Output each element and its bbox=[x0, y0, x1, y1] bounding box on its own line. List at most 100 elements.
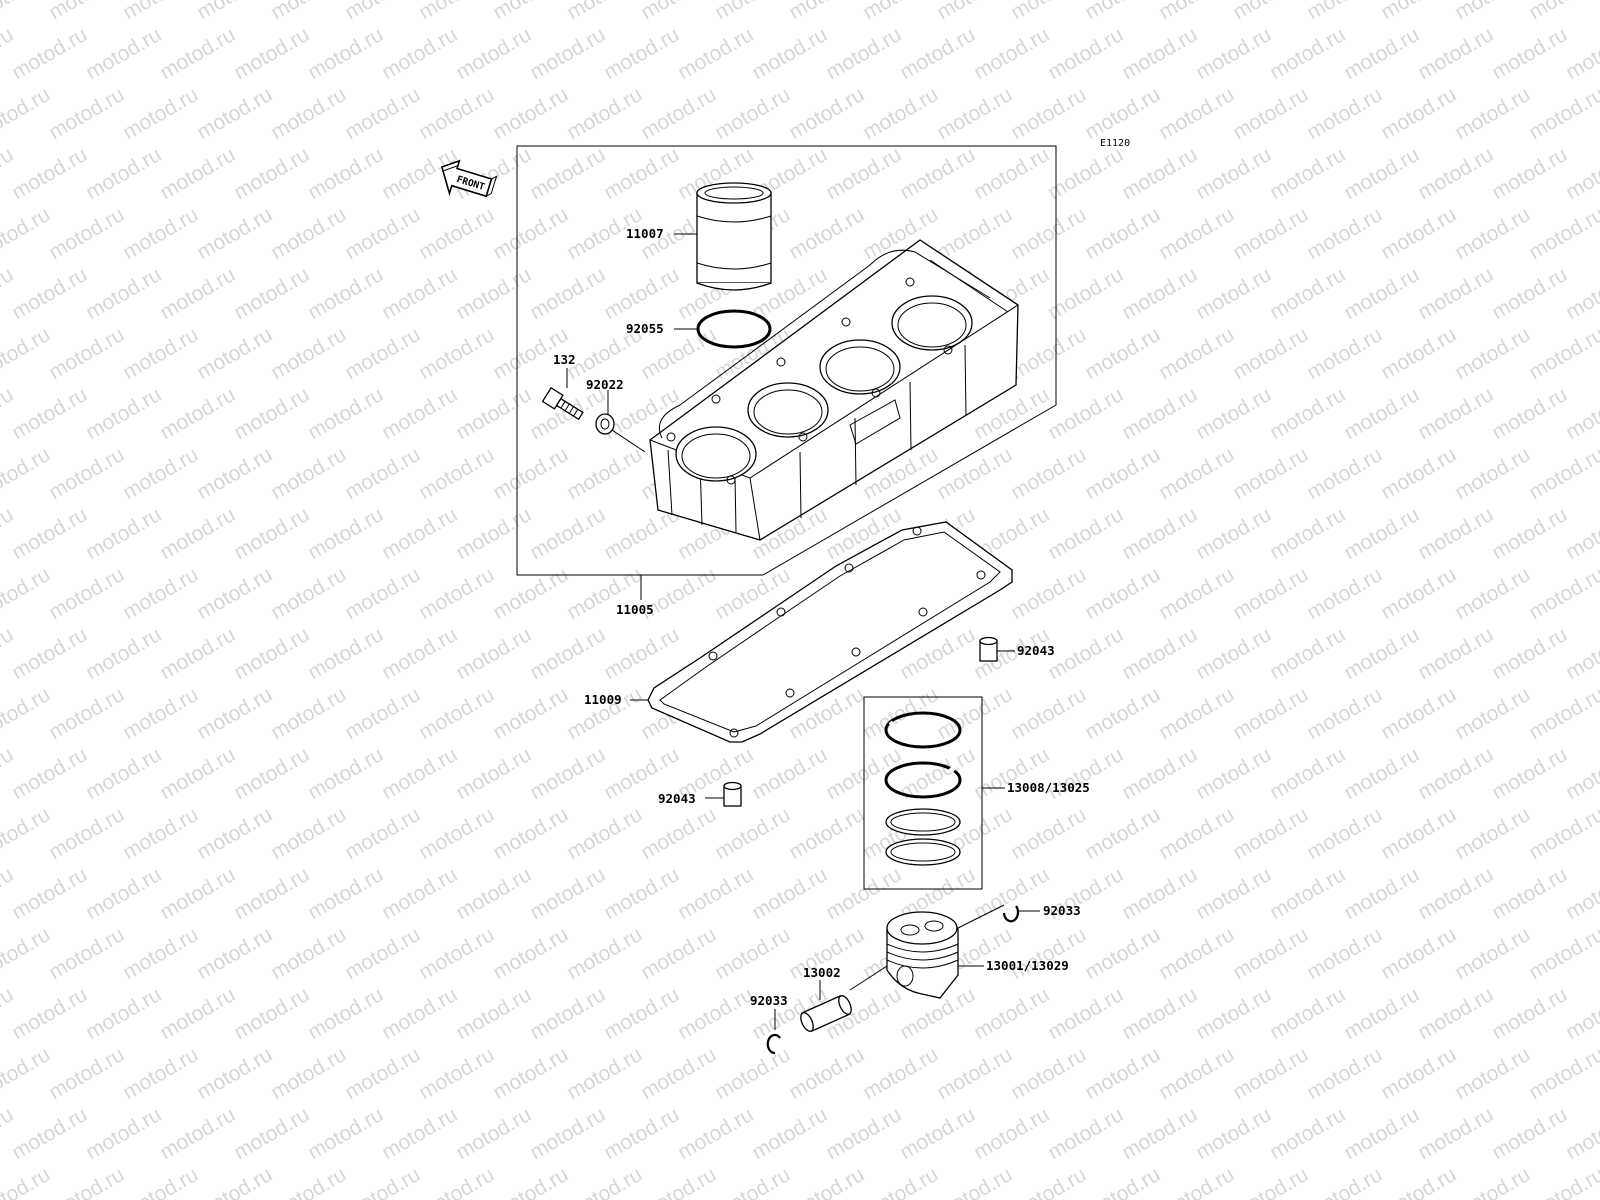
gasket-part bbox=[647, 521, 1013, 743]
watermark-text: motod.ru bbox=[1562, 383, 1600, 444]
watermark-text: motod.ru bbox=[230, 23, 313, 84]
watermark-text: motod.ru bbox=[230, 623, 313, 684]
washer-part bbox=[595, 413, 615, 435]
label-92043-lower: 92043 bbox=[658, 791, 696, 806]
watermark-text: motod.ru bbox=[156, 1103, 239, 1164]
watermark-text: motod.ru bbox=[1340, 983, 1423, 1044]
watermark-text: motod.ru bbox=[378, 863, 461, 924]
watermark-text: motod.ru bbox=[1414, 623, 1497, 684]
watermark-text: motod.ru bbox=[1488, 383, 1571, 444]
watermark-text: motod.ru bbox=[1081, 443, 1164, 504]
watermark-text: motod.ru bbox=[1340, 503, 1423, 564]
watermark-text: motod.ru bbox=[1081, 803, 1164, 864]
watermark-text: motod.ru bbox=[304, 1103, 387, 1164]
watermark-text: motod.ru bbox=[1451, 803, 1534, 864]
watermark-text: motod.ru bbox=[489, 683, 572, 744]
label-13008-13025: 13008/13025 bbox=[1007, 780, 1090, 795]
watermark-text: motod.ru bbox=[415, 803, 498, 864]
watermark-text: motod.ru bbox=[711, 1163, 794, 1200]
watermark-text: motod.ru bbox=[563, 1163, 646, 1200]
watermark-text: motod.ru bbox=[859, 1043, 942, 1104]
watermark-text: motod.ru bbox=[1266, 863, 1349, 924]
watermark-text: motod.ru bbox=[452, 623, 535, 684]
watermark-text: motod.ru bbox=[1081, 203, 1164, 264]
watermark-text: motod.ru bbox=[304, 383, 387, 444]
watermark-text: motod.ru bbox=[600, 263, 683, 324]
watermark-text: motod.ru bbox=[1414, 23, 1497, 84]
watermark-text: motod.ru bbox=[748, 743, 831, 804]
watermark-text: motod.ru bbox=[933, 1043, 1016, 1104]
watermark-text: motod.ru bbox=[304, 623, 387, 684]
watermark-text: motod.ru bbox=[1266, 983, 1349, 1044]
watermark-text: motod.ru bbox=[563, 803, 646, 864]
watermark-text: motod.ru bbox=[970, 143, 1053, 204]
watermark-text: motod.ru bbox=[563, 443, 646, 504]
watermark-text: motod.ru bbox=[230, 983, 313, 1044]
watermark-text: motod.ru bbox=[1229, 203, 1312, 264]
watermark-text: motod.ru bbox=[859, 0, 942, 24]
watermark-text: motod.ru bbox=[82, 1103, 165, 1164]
watermark-text: motod.ru bbox=[341, 803, 424, 864]
watermark-text: motod.ru bbox=[156, 743, 239, 804]
label-11005: 11005 bbox=[616, 602, 654, 617]
watermark-text: motod.ru bbox=[489, 923, 572, 984]
watermark-text: motod.ru bbox=[1414, 983, 1497, 1044]
watermark-text: motod.ru bbox=[193, 323, 276, 384]
watermark-text: motod.ru bbox=[267, 683, 350, 744]
watermark-text: motod.ru bbox=[1340, 263, 1423, 324]
watermark-text: motod.ru bbox=[1155, 323, 1238, 384]
watermark-text: motod.ru bbox=[378, 503, 461, 564]
watermark-text: motod.ru bbox=[1414, 1103, 1497, 1164]
watermark-text: motod.ru bbox=[970, 1103, 1053, 1164]
watermark-text: motod.ru bbox=[267, 803, 350, 864]
watermark-text: motod.ru bbox=[1266, 623, 1349, 684]
watermark-text: motod.ru bbox=[600, 143, 683, 204]
watermark-text: motod.ru bbox=[378, 1103, 461, 1164]
watermark-text: motod.ru bbox=[1155, 1163, 1238, 1200]
watermark-text: motod.ru bbox=[1525, 1043, 1600, 1104]
watermark-text: motod.ru bbox=[1414, 503, 1497, 564]
watermark-text: motod.ru bbox=[1562, 743, 1600, 804]
watermark-text: motod.ru bbox=[1192, 623, 1275, 684]
watermark-text: motod.ru bbox=[82, 23, 165, 84]
watermark-text: motod.ru bbox=[230, 383, 313, 444]
watermark-text: motod.ru bbox=[1451, 203, 1534, 264]
watermark-text: motod.ru bbox=[452, 23, 535, 84]
watermark-text: motod.ru bbox=[1007, 83, 1090, 144]
watermark-text: motod.ru bbox=[1488, 983, 1571, 1044]
watermark-text: motod.ru bbox=[1192, 263, 1275, 324]
watermark-text: motod.ru bbox=[1451, 0, 1534, 24]
watermark-text: motod.ru bbox=[1525, 683, 1600, 744]
watermark-text: motod.ru bbox=[0, 203, 54, 264]
watermark-text: motod.ru bbox=[600, 1103, 683, 1164]
watermark-text: motod.ru bbox=[1303, 0, 1386, 24]
label-11007: 11007 bbox=[626, 226, 664, 241]
watermark-text: motod.ru bbox=[8, 623, 91, 684]
watermark-text: motod.ru bbox=[156, 623, 239, 684]
watermark-text: motod.ru bbox=[1525, 803, 1600, 864]
watermark-text: motod.ru bbox=[156, 983, 239, 1044]
piston-ring-box bbox=[863, 696, 983, 890]
watermark-text: motod.ru bbox=[1525, 0, 1600, 24]
watermark-text: motod.ru bbox=[119, 1163, 202, 1200]
watermark-text: motod.ru bbox=[415, 1043, 498, 1104]
watermark-text: motod.ru bbox=[563, 923, 646, 984]
watermark-text: motod.ru bbox=[82, 743, 165, 804]
watermark-text: motod.ru bbox=[119, 323, 202, 384]
watermark-text: motod.ru bbox=[1562, 263, 1600, 324]
watermark-text: motod.ru bbox=[526, 263, 609, 324]
watermark-text: motod.ru bbox=[1525, 323, 1600, 384]
watermark-text: motod.ru bbox=[0, 83, 54, 144]
watermark-text: motod.ru bbox=[1266, 1103, 1349, 1164]
watermark-text: motod.ru bbox=[1229, 923, 1312, 984]
watermark-text: motod.ru bbox=[119, 563, 202, 624]
watermark-text: motod.ru bbox=[415, 443, 498, 504]
watermark-text: motod.ru bbox=[193, 1043, 276, 1104]
watermark-text: motod.ru bbox=[711, 1043, 794, 1104]
watermark-text: motod.ru bbox=[526, 623, 609, 684]
watermark-text: motod.ru bbox=[193, 803, 276, 864]
watermark-text: motod.ru bbox=[785, 83, 868, 144]
watermark-text: motod.ru bbox=[933, 83, 1016, 144]
watermark-text: motod.ru bbox=[1562, 503, 1600, 564]
